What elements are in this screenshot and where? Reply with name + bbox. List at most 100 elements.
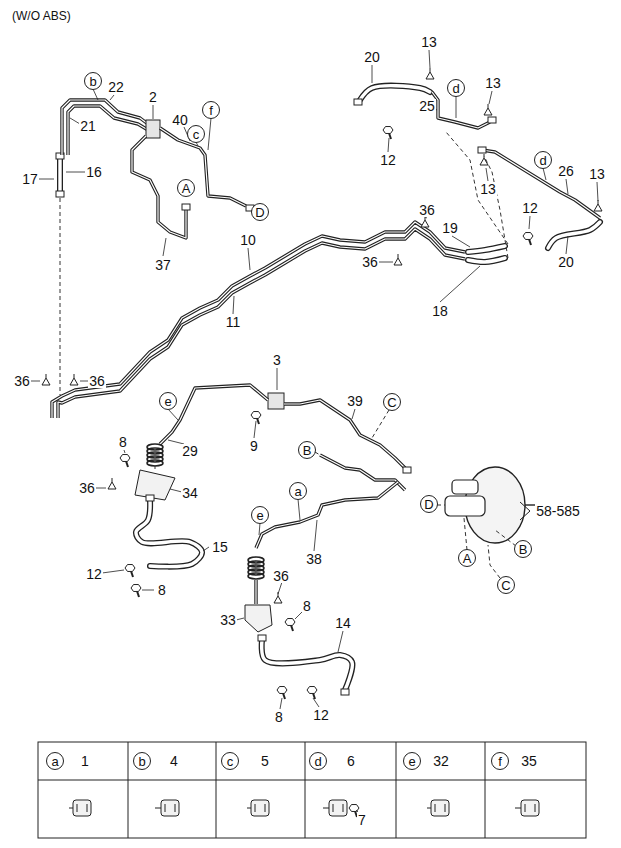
callout-label: 36 <box>272 569 290 583</box>
reference-circle: e <box>159 392 177 410</box>
clip-symbol <box>42 374 50 385</box>
callout-label: 20 <box>557 255 575 269</box>
clip-icon-body <box>251 800 269 816</box>
callout-number: 36 <box>14 373 30 389</box>
brake-pipe-core <box>52 222 465 418</box>
reference-letter: c <box>227 755 234 768</box>
callout-number: 26 <box>558 163 574 179</box>
callout-label: 36 <box>78 481 96 495</box>
leader-line <box>566 179 568 194</box>
callout-number: 10 <box>240 232 256 248</box>
clip-icon-body <box>329 800 347 816</box>
brake-hose-core <box>468 258 505 262</box>
bolt-head <box>383 127 393 134</box>
brake-pipe-core <box>256 482 398 548</box>
leader-line <box>30 381 40 382</box>
reference-dash <box>60 198 61 395</box>
reference-letter: C <box>387 396 396 409</box>
callout-number: 17 <box>22 171 38 187</box>
brake-pipe <box>284 400 405 468</box>
leader-line <box>440 266 480 302</box>
callout-number: 34 <box>182 485 198 501</box>
callout-number: 20 <box>558 254 574 270</box>
leader-line <box>280 698 282 709</box>
fluid-reservoir <box>452 480 478 494</box>
callout-label: 14 <box>334 616 352 630</box>
callout-label: 8 <box>157 583 167 597</box>
callout-label: 37 <box>154 258 172 272</box>
clip-body <box>108 482 116 489</box>
brake-pipe <box>58 229 465 418</box>
brake-hose <box>360 86 430 100</box>
callout-number: 15 <box>212 539 228 555</box>
leader-line <box>254 421 256 438</box>
pipe-fitting <box>403 467 411 473</box>
reference-letter: D <box>255 206 264 219</box>
callout-number: 8 <box>275 709 283 725</box>
reference-circle: A <box>458 549 476 567</box>
brake-hose <box>548 222 600 248</box>
callout-label: 20 <box>363 50 381 64</box>
leader-line <box>566 236 568 254</box>
clip-icon-detail <box>69 804 87 812</box>
clip-icon-body <box>521 800 539 816</box>
clip-symbol <box>480 154 488 165</box>
bolt-head <box>307 687 317 694</box>
reference-letter: e <box>256 509 263 522</box>
reference-dash <box>372 410 389 438</box>
mounting-bracket <box>135 470 175 500</box>
callout-number: 16 <box>86 164 102 180</box>
reference-letter: d <box>314 755 321 768</box>
clip-tab <box>430 68 431 72</box>
callout-number: 22 <box>108 79 124 95</box>
clip-body <box>42 378 50 385</box>
callout-number: 36 <box>419 202 435 218</box>
callout-number: 5 <box>261 753 269 769</box>
callout-label: 22 <box>107 80 125 94</box>
clip-symbol <box>108 478 116 489</box>
callout-number: 13 <box>480 181 496 197</box>
leader-line <box>236 618 244 620</box>
leader-line <box>313 698 319 707</box>
callout-label: 39 <box>346 394 364 408</box>
reference-letter: B <box>303 444 312 457</box>
pipe-fitting <box>56 191 64 197</box>
reference-dash <box>155 465 156 472</box>
reference-circle: d <box>447 79 465 97</box>
leader-line <box>352 409 355 419</box>
bolt-symbol <box>307 687 317 699</box>
reference-circle: f <box>202 101 220 119</box>
clip-icon-body <box>161 800 179 816</box>
reference-circle: c <box>187 125 205 143</box>
pipe-fitting <box>341 689 349 695</box>
brake-hose <box>57 158 63 192</box>
callout-label: 58-585 <box>535 504 581 518</box>
brake-pipe <box>256 482 398 548</box>
leader-line <box>456 96 457 118</box>
clip-icon <box>247 800 269 816</box>
reference-circle: d <box>534 151 552 169</box>
reference-letter: a <box>294 485 301 498</box>
reference-circle: C <box>383 393 401 411</box>
callout-label: 10 <box>239 233 257 247</box>
bolt-head <box>285 619 295 626</box>
callout-number: 13 <box>589 166 605 182</box>
callout-number: 12 <box>380 152 396 168</box>
reference-letter: e <box>408 755 415 768</box>
callout-label: 36 <box>13 374 31 388</box>
callout-number: 58-585 <box>536 503 580 519</box>
brake-hose-core <box>468 246 505 252</box>
bolt-symbol <box>125 565 135 577</box>
table-rule <box>216 742 217 838</box>
reference-circle: D <box>420 495 438 513</box>
reference-letter: A <box>182 182 191 195</box>
reference-letter: f <box>209 104 213 117</box>
callout-number: 14 <box>335 615 351 631</box>
leader-line <box>489 91 492 104</box>
clip-body <box>594 204 602 211</box>
callout-label: 38 <box>305 552 323 566</box>
callout-label: 12 <box>85 567 103 581</box>
table-rule <box>485 742 486 838</box>
reference-letter: B <box>519 543 528 556</box>
reference-circle: b <box>84 72 102 90</box>
